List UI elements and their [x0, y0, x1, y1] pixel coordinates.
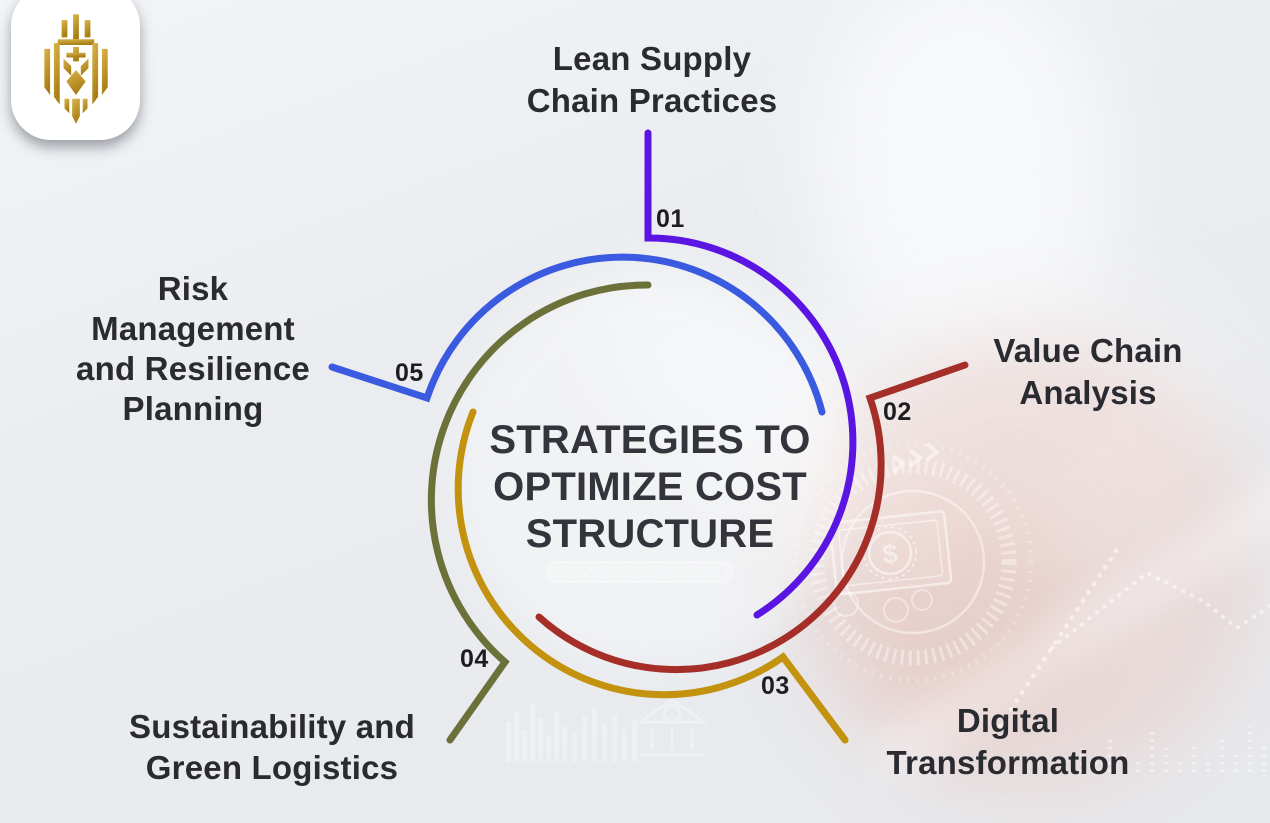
- brand-logo-card: [11, 0, 140, 140]
- label-line: Green Logistics: [145, 749, 399, 786]
- step-number-03: 03: [761, 672, 790, 700]
- light-streak: [868, 459, 1270, 782]
- title-line-2: OPTIMIZE COST: [493, 465, 807, 509]
- title-line-1: STRATEGIES TO: [489, 418, 811, 462]
- label-line: Analysis: [1019, 374, 1157, 411]
- step-number-01: 01: [656, 205, 685, 233]
- bar-chart-watermark: [506, 705, 637, 762]
- label-risk-management-resilience: Risk Management and Resilience Planning: [40, 269, 346, 429]
- label-line: Risk: [157, 270, 229, 307]
- svg-text:$: $: [881, 538, 899, 569]
- trend-line-watermark: [997, 542, 1270, 729]
- label-line: and Resilience: [76, 350, 310, 387]
- dollar-bill-icon: $: [828, 510, 953, 596]
- arc-04-sustainability: [427, 281, 652, 744]
- step-number-02: 02: [883, 398, 912, 426]
- label-digital-transformation: Digital Transformation: [848, 700, 1168, 784]
- arc-02-value-chain: [535, 361, 969, 674]
- label-line: Planning: [122, 390, 264, 427]
- equalizer-watermark: [1079, 726, 1267, 772]
- label-line: Transformation: [886, 744, 1130, 781]
- step-number-05: 05: [395, 359, 424, 387]
- bank-icon: [635, 698, 709, 757]
- label-line: Management: [91, 310, 295, 347]
- page-title: STRATEGIES TO OPTIMIZE COST STRUCTURE: [390, 417, 910, 558]
- label-lean-supply-chain-practices: Lean Supply Chain Practices: [452, 38, 852, 122]
- label-line: Chain Practices: [526, 82, 778, 119]
- arc-05-risk-management: [328, 253, 826, 416]
- money-emblem: $: [792, 441, 1034, 683]
- label-value-chain-analysis: Value Chain Analysis: [928, 330, 1248, 414]
- arc-03-digital-transformation: [454, 408, 849, 744]
- step-number-04: 04: [460, 645, 489, 673]
- label-sustainability-green-logistics: Sustainability and Green Logistics: [62, 706, 482, 788]
- progress-pill: [546, 561, 734, 583]
- gold-lion-crest-icon: [43, 14, 108, 124]
- label-line: Sustainability and: [129, 708, 415, 745]
- label-line: Digital: [956, 702, 1060, 739]
- label-line: Lean Supply: [552, 40, 752, 77]
- title-line-3: STRUCTURE: [525, 512, 775, 556]
- label-line: Value Chain: [993, 332, 1183, 369]
- arc-01-lean-supply: [644, 129, 857, 619]
- coins-icon: [833, 589, 933, 623]
- chevron-arrows-icon: [891, 442, 941, 474]
